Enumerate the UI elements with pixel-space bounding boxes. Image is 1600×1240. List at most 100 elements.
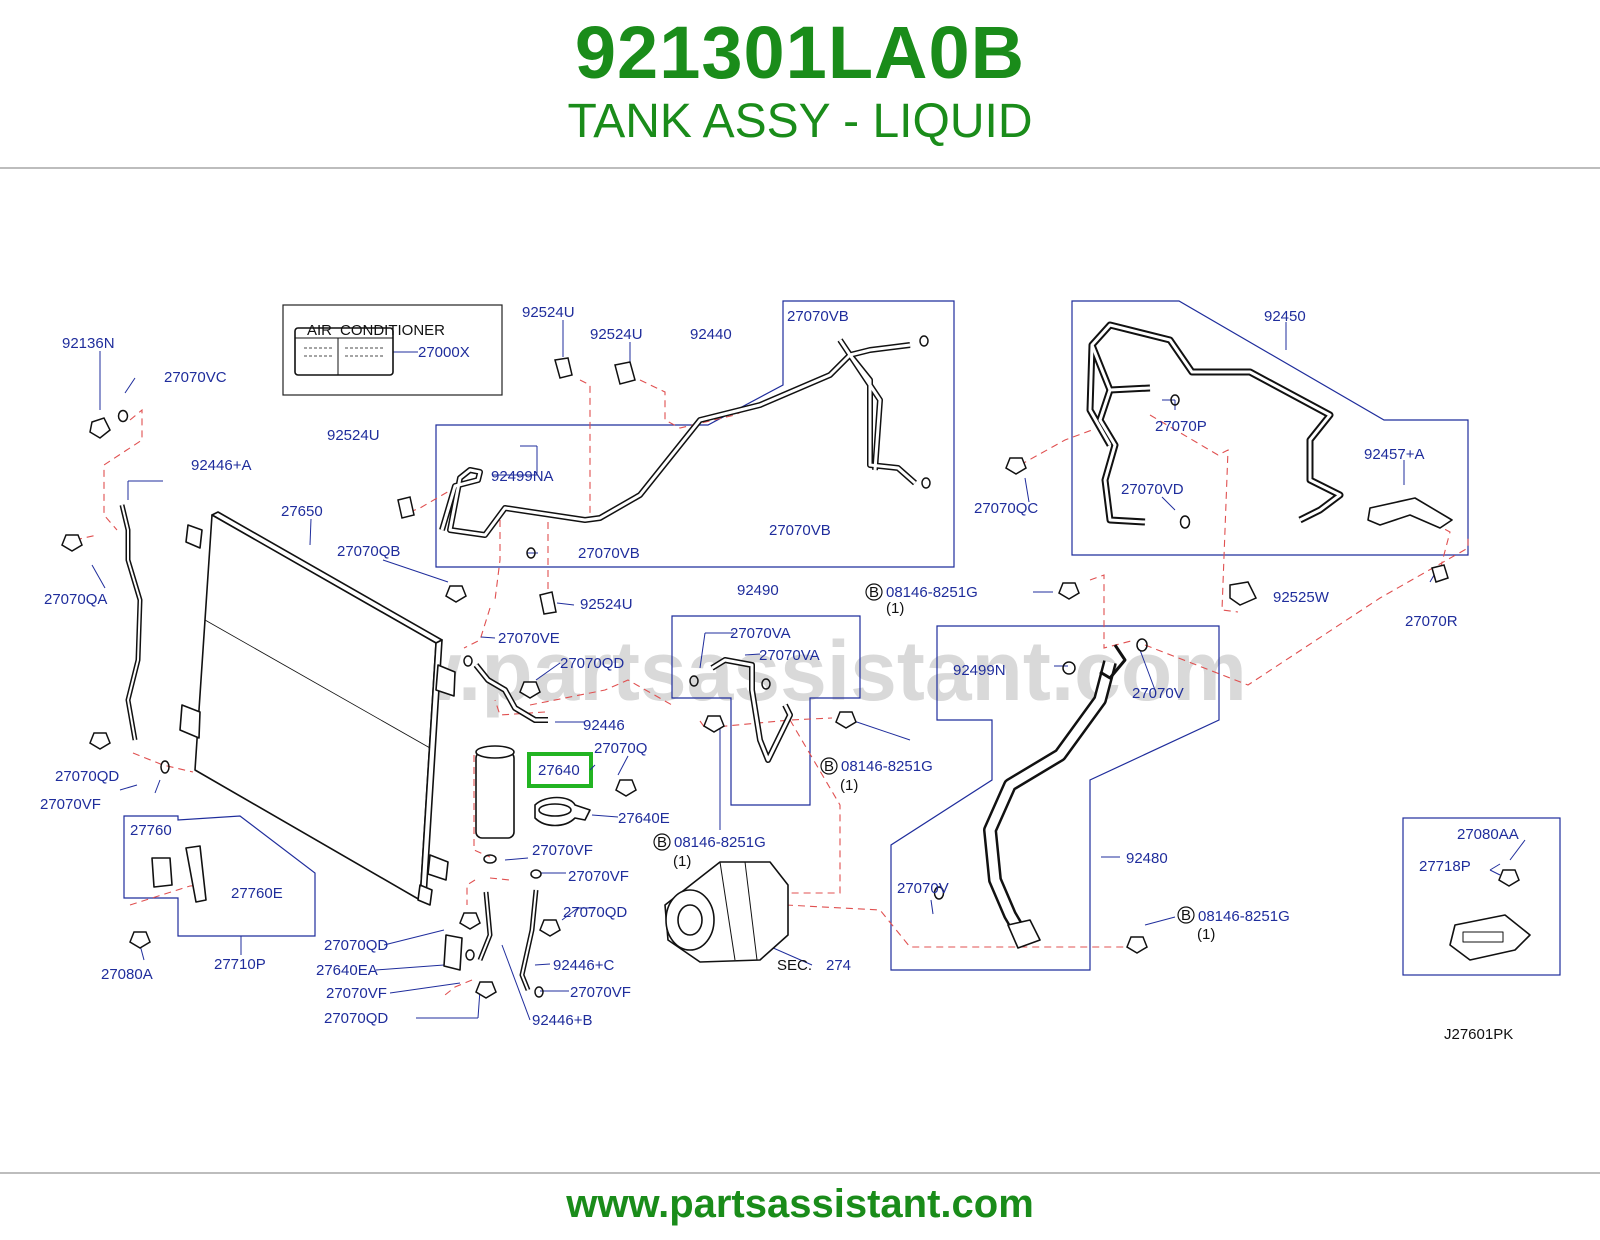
label-27070V-b: 27070V	[897, 880, 949, 897]
clip-92525W	[1229, 581, 1258, 606]
label-27070VB-b: 27070VB	[769, 522, 831, 539]
label-27710P: 27710P	[214, 956, 266, 973]
oring-92499N	[1062, 661, 1076, 675]
group-92480-frame	[890, 625, 1220, 971]
oring-27070VB-b	[921, 477, 931, 489]
part-number-title: 921301LA0B	[574, 11, 1026, 94]
leader-lines	[91, 320, 1526, 1021]
footer-website-link[interactable]: www.partsassistant.com	[566, 1182, 1034, 1226]
group-92450-frame	[1071, 300, 1469, 556]
pipe-92440	[439, 338, 917, 538]
highlight-box	[527, 752, 593, 788]
label-92499N: 92499N	[953, 662, 1006, 679]
bolt-27070QD-a	[519, 681, 541, 699]
label-27070QC: 27070QC	[974, 500, 1038, 517]
label-92446A: 92446+A	[191, 457, 251, 474]
group-27080AA-frame	[1402, 817, 1561, 976]
oring-27070VA-a	[689, 675, 699, 687]
label-27070VA-a: 27070VA	[730, 625, 791, 642]
legend-header-air: AIR	[307, 322, 332, 339]
bolt-27070QC	[1005, 457, 1027, 475]
pipe-92490	[710, 657, 793, 763]
qty-b: (1)	[840, 777, 858, 794]
label-27000X: 27000X	[418, 344, 470, 361]
label-92524U-b: 92524U	[590, 326, 643, 343]
header-divider	[0, 167, 1600, 169]
ac-label-card	[294, 327, 394, 376]
hose-92480	[983, 644, 1127, 936]
diagram-code: J27601PK	[1444, 1026, 1513, 1043]
label-92446C: 92446+C	[553, 957, 614, 974]
label-27070VB-c: 27070VB	[578, 545, 640, 562]
bolt-08146-d	[1126, 936, 1148, 954]
label-27070QD-e: 27070QD	[324, 1010, 388, 1027]
label-08146-a: 08146-8251G	[886, 584, 978, 601]
group-27710P-frame	[123, 815, 316, 937]
hose-92480-fitting	[1007, 919, 1041, 949]
clip-92524U-a	[554, 357, 573, 379]
part-name-subtitle: TANK ASSY - LIQUID	[567, 95, 1033, 148]
label-27070QD-b: 27070QD	[55, 768, 119, 785]
label-27070VE: 27070VE	[498, 630, 560, 647]
bolt-08146-c	[703, 715, 725, 733]
oring-27070V-a	[1136, 638, 1148, 652]
pipe-92446	[473, 663, 548, 723]
label-27070VC: 27070VC	[164, 369, 227, 386]
dashed-connections	[74, 379, 1469, 996]
label-92525W: 92525W	[1273, 589, 1330, 606]
label-08146-c: 08146-8251G	[674, 834, 766, 851]
footer-divider	[0, 1172, 1600, 1174]
label-27070QD-a: 27070QD	[560, 655, 624, 672]
legend-header-conditioner: CONDITIONER	[340, 322, 445, 339]
page-header: 921301LA0B TANK ASSY - LIQUID	[0, 0, 1600, 168]
label-sec: SEC.	[777, 957, 812, 974]
bolt-27070QB	[445, 585, 467, 603]
bolt-symbol-d: B	[1181, 907, 1191, 924]
label-27070VF-e: 27070VF	[570, 984, 631, 1001]
label-92524U-d: 92524U	[580, 596, 633, 613]
group-92490-frame	[671, 615, 861, 806]
label-92450: 92450	[1264, 308, 1306, 325]
clip-92524U-d	[539, 591, 557, 615]
pipe-92440-inner	[440, 339, 916, 537]
clip-92524U-b	[614, 361, 636, 385]
pipe-92450-inner	[1088, 323, 1342, 524]
label-08146-d: 08146-8251G	[1198, 908, 1290, 925]
bracket-27640EA	[443, 934, 463, 971]
label-27650: 27650	[281, 503, 323, 520]
label-92499NA: 92499NA	[491, 468, 554, 485]
bracket-92457A	[1367, 497, 1453, 529]
label-27070VB-a: 27070VB	[787, 308, 849, 325]
bolt-marker-b	[820, 757, 838, 775]
oring-27070V-b	[933, 886, 945, 900]
label-27640: 27640	[538, 762, 580, 779]
label-92524U-c: 92524U	[327, 427, 380, 444]
label-27070QA: 27070QA	[44, 591, 107, 608]
nut-92136N	[89, 417, 111, 439]
bolt-08146-b	[835, 711, 857, 729]
legend-box-frame	[282, 304, 503, 396]
bolt-27070QD-e	[475, 981, 497, 999]
label-27080AA: 27080AA	[1457, 826, 1519, 843]
clip-92524U-c	[397, 496, 415, 519]
qty-d: (1)	[1197, 926, 1215, 943]
bolt-27070QA	[61, 534, 83, 552]
oring-27070VF-b	[530, 869, 542, 879]
label-08146-b: 08146-8251G	[841, 758, 933, 775]
condenser-27650	[179, 511, 456, 906]
label-92446B: 92446+B	[532, 1012, 592, 1029]
label-27718P: 27718P	[1419, 858, 1471, 875]
oring-27070VB-c	[526, 547, 536, 559]
bolt-27070QD-d	[459, 912, 481, 930]
label-27760: 27760	[130, 822, 172, 839]
oring-27070VA-b	[761, 678, 771, 690]
bolt-27070QD-left	[89, 732, 111, 750]
label-27070VA-b: 27070VA	[759, 647, 820, 664]
label-27070VF-a: 27070VF	[40, 796, 101, 813]
label-27760E: 27760E	[231, 885, 283, 902]
label-27070VD: 27070VD	[1121, 481, 1184, 498]
pipe-92446C	[519, 889, 539, 991]
bolt-symbol-a: B	[869, 584, 879, 601]
bolt-27070QD-c	[539, 919, 561, 937]
